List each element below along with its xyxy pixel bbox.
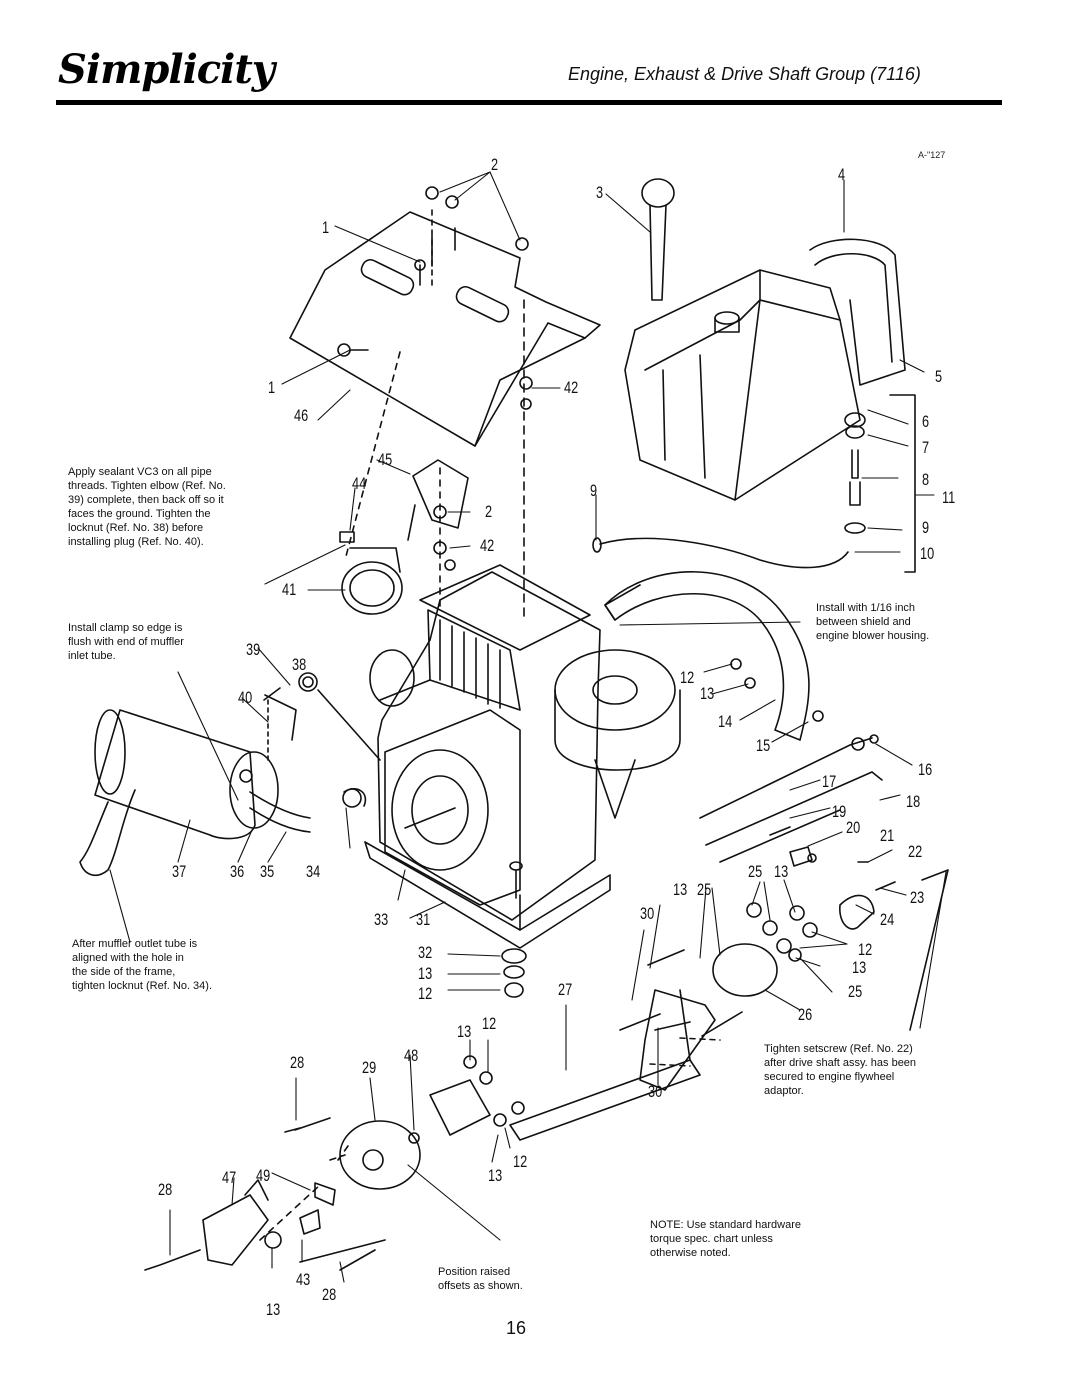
callout-c12d: 12 — [513, 1152, 528, 1171]
callout-c43: 43 — [296, 1270, 311, 1289]
callout-c37: 37 — [172, 862, 187, 881]
callout-c15: 15 — [756, 736, 771, 755]
callout-c45: 45 — [378, 450, 393, 469]
callout-c13d: 13 — [852, 958, 867, 977]
muffler-bracket-and-clamp — [339, 459, 469, 615]
callout-c41: 41 — [282, 580, 297, 599]
callout-c12a: 12 — [680, 668, 695, 687]
figure-code: A-"127 — [918, 150, 946, 160]
callout-c18: 18 — [906, 792, 921, 811]
note-clamp: Install clamp so edge is flush with end … — [68, 622, 184, 662]
note-hardware: NOTE: Use standard hardware torque spec.… — [650, 1219, 802, 1259]
callout-c38: 38 — [292, 655, 307, 674]
callout-c32: 32 — [418, 943, 433, 962]
note-sealant: Apply sealant VC3 on all pipe threads. T… — [68, 466, 226, 548]
note-shield: Install with 1/16 inch between shield an… — [816, 602, 930, 642]
callout-c13h: 13 — [418, 964, 433, 983]
callout-c25c: 25 — [848, 982, 863, 1001]
callout-c27: 27 — [558, 980, 573, 999]
callout-c13b: 13 — [774, 862, 789, 881]
callout-c12c: 12 — [482, 1014, 497, 1033]
callout-c23: 23 — [910, 888, 925, 907]
muffler-assembly — [79, 672, 381, 877]
callout-c7: 7 — [922, 438, 930, 457]
callout-c3: 3 — [596, 183, 604, 202]
callout-c1b: 1 — [268, 378, 276, 397]
callout-c29: 29 — [362, 1058, 377, 1077]
fuel-tank — [592, 178, 916, 573]
callout-c13c: 13 — [673, 880, 688, 899]
page-number: 16 — [506, 1318, 527, 1338]
control-linkage — [699, 734, 949, 1031]
note-setscrew: Tighten setscrew (Ref. No. 22) after dri… — [764, 1043, 917, 1097]
callout-c10: 10 — [920, 544, 935, 563]
callout-c47: 47 — [222, 1168, 237, 1187]
callout-c19: 19 — [832, 802, 847, 821]
callout-c25a: 25 — [748, 862, 763, 881]
callout-c49: 49 — [256, 1166, 271, 1185]
page-title: Engine, Exhaust & Drive Shaft Group (711… — [568, 64, 921, 84]
callout-c35: 35 — [260, 862, 275, 881]
note-muffler: After muffler outlet tube is aligned wit… — [72, 938, 213, 992]
callout-c24: 24 — [880, 910, 895, 929]
callout-c42a: 42 — [564, 378, 579, 397]
header-rule — [56, 100, 1002, 105]
shield-fasteners — [337, 186, 533, 621]
callout-c34: 34 — [306, 862, 321, 881]
callout-c28a: 28 — [290, 1053, 305, 1072]
callout-c16: 16 — [918, 760, 933, 779]
callout-c2a: 2 — [491, 155, 499, 174]
callout-c13e: 13 — [457, 1022, 472, 1041]
drive-shaft-assembly — [144, 894, 875, 1271]
callout-c12b: 12 — [858, 940, 873, 959]
callout-c13g: 13 — [266, 1300, 281, 1319]
callout-c9a: 9 — [590, 481, 598, 500]
callout-c40: 40 — [238, 688, 253, 707]
callout-c14: 14 — [718, 712, 733, 731]
callout-c48: 48 — [404, 1046, 419, 1065]
callout-c42b: 42 — [480, 536, 495, 555]
callout-c28b: 28 — [158, 1180, 173, 1199]
callout-c33: 33 — [374, 910, 389, 929]
callout-c4: 4 — [838, 165, 846, 184]
callout-c13a: 13 — [700, 684, 715, 703]
callout-c30b: 30 — [648, 1082, 663, 1101]
callout-c26: 26 — [798, 1005, 813, 1024]
callout-c2b: 2 — [485, 502, 493, 521]
callout-c13f: 13 — [488, 1166, 503, 1185]
callout-c25b: 25 — [697, 880, 712, 899]
callout-c20: 20 — [846, 818, 861, 837]
brand-logo: Simplicity — [58, 46, 275, 93]
callout-c1a: 1 — [322, 218, 330, 237]
callout-c30a: 30 — [640, 904, 655, 923]
blower-shield-part — [604, 571, 824, 741]
callout-c36: 36 — [230, 862, 245, 881]
callout-c44: 44 — [352, 474, 367, 493]
callout-c22: 22 — [908, 842, 923, 861]
engine-shield-part — [289, 211, 601, 447]
callout-c17: 17 — [822, 772, 837, 791]
engine-mount-hardware — [501, 861, 527, 998]
callout-c21: 21 — [880, 826, 895, 845]
callout-c6: 6 — [922, 412, 930, 431]
callout-c12e: 12 — [418, 984, 433, 1003]
callout-c39: 39 — [246, 640, 261, 659]
callout-c9b: 9 — [922, 518, 930, 537]
callout-c31: 31 — [416, 910, 431, 929]
note-offsets: Position raised offsets as shown. — [438, 1266, 523, 1292]
callout-c11: 11 — [942, 488, 956, 507]
callout-c46: 46 — [294, 406, 309, 425]
callout-c5: 5 — [935, 367, 943, 386]
leader-lines — [109, 171, 947, 1283]
callout-c8: 8 — [922, 470, 930, 489]
engine-block — [364, 564, 681, 949]
callout-c28c: 28 — [322, 1285, 337, 1304]
